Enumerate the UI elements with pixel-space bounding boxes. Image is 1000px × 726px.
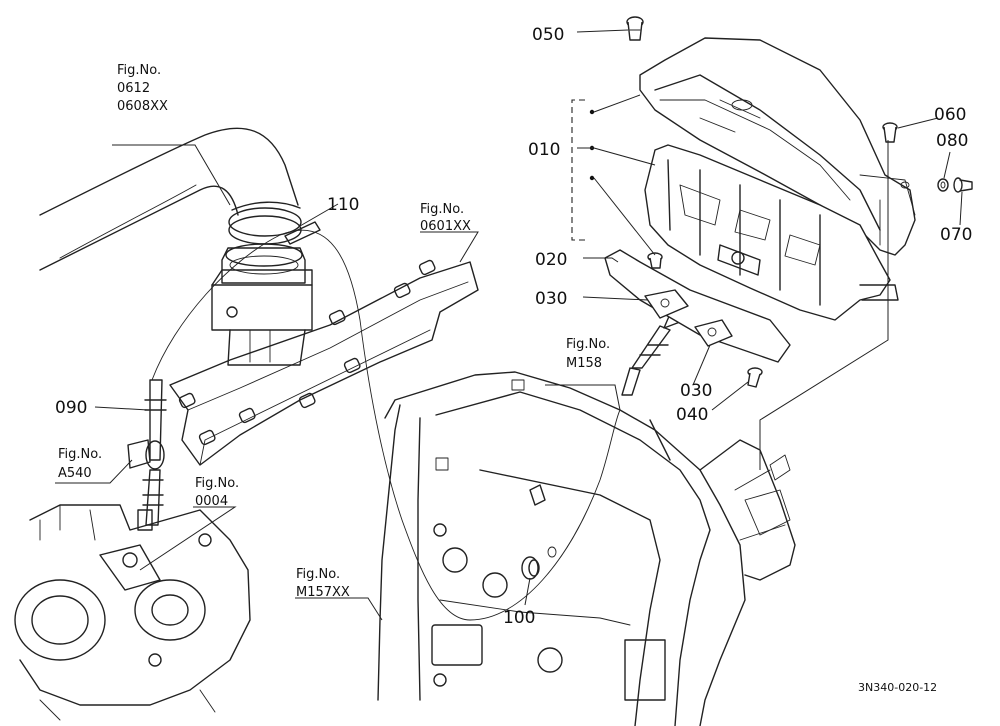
- meter-housing: [644, 144, 899, 321]
- manifold: [169, 259, 479, 466]
- washer-080: [937, 178, 949, 192]
- svg-text:Fig.No.: Fig.No.: [566, 337, 610, 352]
- drawing-code: 3N340-020-12: [858, 681, 937, 694]
- svg-text:Fig.No.: Fig.No.: [420, 202, 464, 217]
- screw-050: [626, 16, 644, 41]
- seals: [644, 289, 733, 347]
- part-label-060: 060: [934, 105, 966, 125]
- part-label-100: 100: [503, 608, 535, 628]
- svg-text:M157XX: M157XX: [296, 585, 350, 600]
- connecting-line-right: [759, 140, 889, 470]
- part-label-030-lower: 030: [680, 381, 712, 401]
- figref-0004[interactable]: Fig.No. 0004: [195, 476, 239, 509]
- svg-text:Fig.No.: Fig.No.: [58, 447, 102, 462]
- part-label-010: 010: [528, 140, 560, 160]
- sensor-wire: [151, 229, 621, 621]
- console-panel: [377, 371, 796, 726]
- transmission-housing: [14, 504, 251, 721]
- figref-M157XX[interactable]: Fig.No. M157XX: [296, 567, 350, 600]
- svg-text:0601XX: 0601XX: [420, 219, 471, 234]
- svg-text:Fig.No.: Fig.No.: [117, 63, 161, 78]
- part-label-040: 040: [676, 405, 708, 425]
- part-label-020: 020: [535, 250, 567, 270]
- sensor-probe: [137, 379, 167, 531]
- harness-clip: [769, 454, 791, 481]
- part-label-090: 090: [55, 398, 87, 418]
- meter-cover: [639, 37, 916, 256]
- gasket: [604, 249, 791, 363]
- part-label-050: 050: [532, 25, 564, 45]
- figref-A540[interactable]: Fig.No. A540: [58, 447, 102, 481]
- bracket-010: [571, 94, 656, 256]
- probe-clamp: [127, 439, 165, 470]
- part-label-030-upper: 030: [535, 289, 567, 309]
- figref-0601XX[interactable]: Fig.No. 0601XX: [420, 202, 471, 234]
- svg-text:A540: A540: [58, 466, 92, 481]
- hose-clamp: [228, 207, 321, 245]
- screw-010-lower: [647, 252, 663, 269]
- svg-text:0004: 0004: [195, 494, 228, 509]
- screw-060: [882, 122, 898, 143]
- part-label-070: 070: [940, 225, 972, 245]
- figref-0612[interactable]: Fig.No. 0612 0608XX: [117, 63, 168, 114]
- svg-text:0612: 0612: [117, 81, 150, 96]
- figref-M158[interactable]: Fig.No. M158: [566, 337, 610, 371]
- svg-text:M158: M158: [566, 356, 602, 371]
- air-cleaner-fitting: [211, 243, 313, 366]
- svg-text:0608XX: 0608XX: [117, 99, 168, 114]
- part-label-110: 110: [327, 195, 359, 215]
- leader-lines: [55, 29, 963, 621]
- intake-pipe: [39, 127, 301, 271]
- svg-text:Fig.No.: Fig.No.: [296, 567, 340, 582]
- svg-text:Fig.No.: Fig.No.: [195, 476, 239, 491]
- bolt-070: [953, 177, 973, 193]
- grommet: [521, 546, 557, 580]
- screw-040: [747, 367, 763, 388]
- part-label-080: 080: [936, 131, 968, 151]
